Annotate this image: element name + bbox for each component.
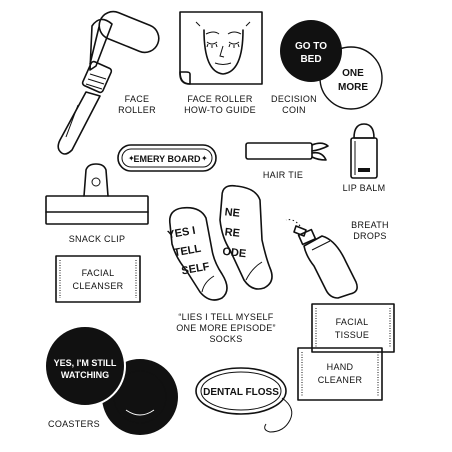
sock-left-text-3: SELF xyxy=(181,261,211,278)
sparkle-icon: ✦ xyxy=(201,154,208,163)
coin-front-text-1: GO TO xyxy=(295,41,327,52)
socks-icon: NE RE ODE YES I TELL SELF xyxy=(167,184,273,301)
coin-label-2: COIN xyxy=(282,105,306,115)
lip-balm-icon xyxy=(350,123,378,179)
sock-right-text-3: ODE xyxy=(222,246,247,260)
sock-left xyxy=(168,206,228,301)
breath-drops-icon xyxy=(285,219,358,299)
coaster-front xyxy=(44,325,126,407)
guide-face-icon xyxy=(195,21,251,75)
socks-label-1: “LIES I TELL MYSELF xyxy=(178,312,273,322)
face-roller-icon xyxy=(57,10,160,155)
coin-front xyxy=(280,20,342,82)
sparkle-icon: ✦ xyxy=(128,154,135,163)
hair-tie-label: HAIR TIE xyxy=(263,170,303,180)
hand-cleaner-text-2: CLEANER xyxy=(318,375,363,385)
floss-icon: DENTAL FLOSS xyxy=(195,367,293,433)
tissue-text-1: FACIAL xyxy=(336,317,369,327)
coaster-text-2: WATCHING xyxy=(61,370,109,380)
emery-board: ✦ ✦ EMERY BOARD xyxy=(117,144,217,172)
cleanser-text-1: FACIAL xyxy=(82,268,115,278)
cleanser-text-2: CLEANSER xyxy=(73,281,124,291)
facial-tissue: FACIAL TISSUE xyxy=(311,303,395,353)
decision-coin: ONE MORE GO TO BED xyxy=(280,20,383,110)
lip-balm-label: LIP BALM xyxy=(343,183,386,193)
socks-label-2: ONE MORE EPISODE” xyxy=(176,323,276,333)
coaster-text-1: YES, I'M STILL xyxy=(54,358,117,368)
socks-label-3: SOCKS xyxy=(209,334,242,344)
breath-label-2: DROPS xyxy=(353,231,387,241)
emery-board-text: EMERY BOARD xyxy=(133,154,201,164)
sock-right xyxy=(219,184,273,290)
sock-left-text-2: TELL xyxy=(173,243,202,260)
coin-back-text-2: MORE xyxy=(338,82,368,93)
tissue-text-2: TISSUE xyxy=(335,330,369,340)
coasters-label: COASTERS xyxy=(48,419,100,429)
coin-back-text-1: ONE xyxy=(342,68,364,79)
snack-clip-label: SNACK CLIP xyxy=(69,234,126,244)
breath-label-1: BREATH xyxy=(351,220,389,230)
snack-clip-icon xyxy=(45,163,149,225)
dental-floss-text: DENTAL FLOSS xyxy=(203,387,279,398)
guide-label-2: HOW-TO GUIDE xyxy=(184,105,256,115)
coaster-icon: YES, I'M STILL WATCHING xyxy=(44,325,178,435)
sock-right-text-2: RE xyxy=(224,226,240,240)
face-roller-label-2: ROLLER xyxy=(118,105,156,115)
hand-cleaner-text-1: HAND xyxy=(327,362,354,372)
facial-cleanser: FACIAL CLEANSER xyxy=(55,255,141,303)
sock-left-text-1: YES I xyxy=(167,225,197,242)
hair-tie-icon xyxy=(245,142,329,161)
guide-label-1: FACE ROLLER xyxy=(187,94,253,104)
guide-card xyxy=(179,11,263,85)
face-roller-label-1: FACE xyxy=(125,94,150,104)
coin-front-text-2: BED xyxy=(300,54,321,65)
hand-cleaner: HAND CLEANER xyxy=(297,347,383,401)
sock-right-text-1: NE xyxy=(224,206,240,220)
coin-label-1: DECISION xyxy=(271,94,317,104)
